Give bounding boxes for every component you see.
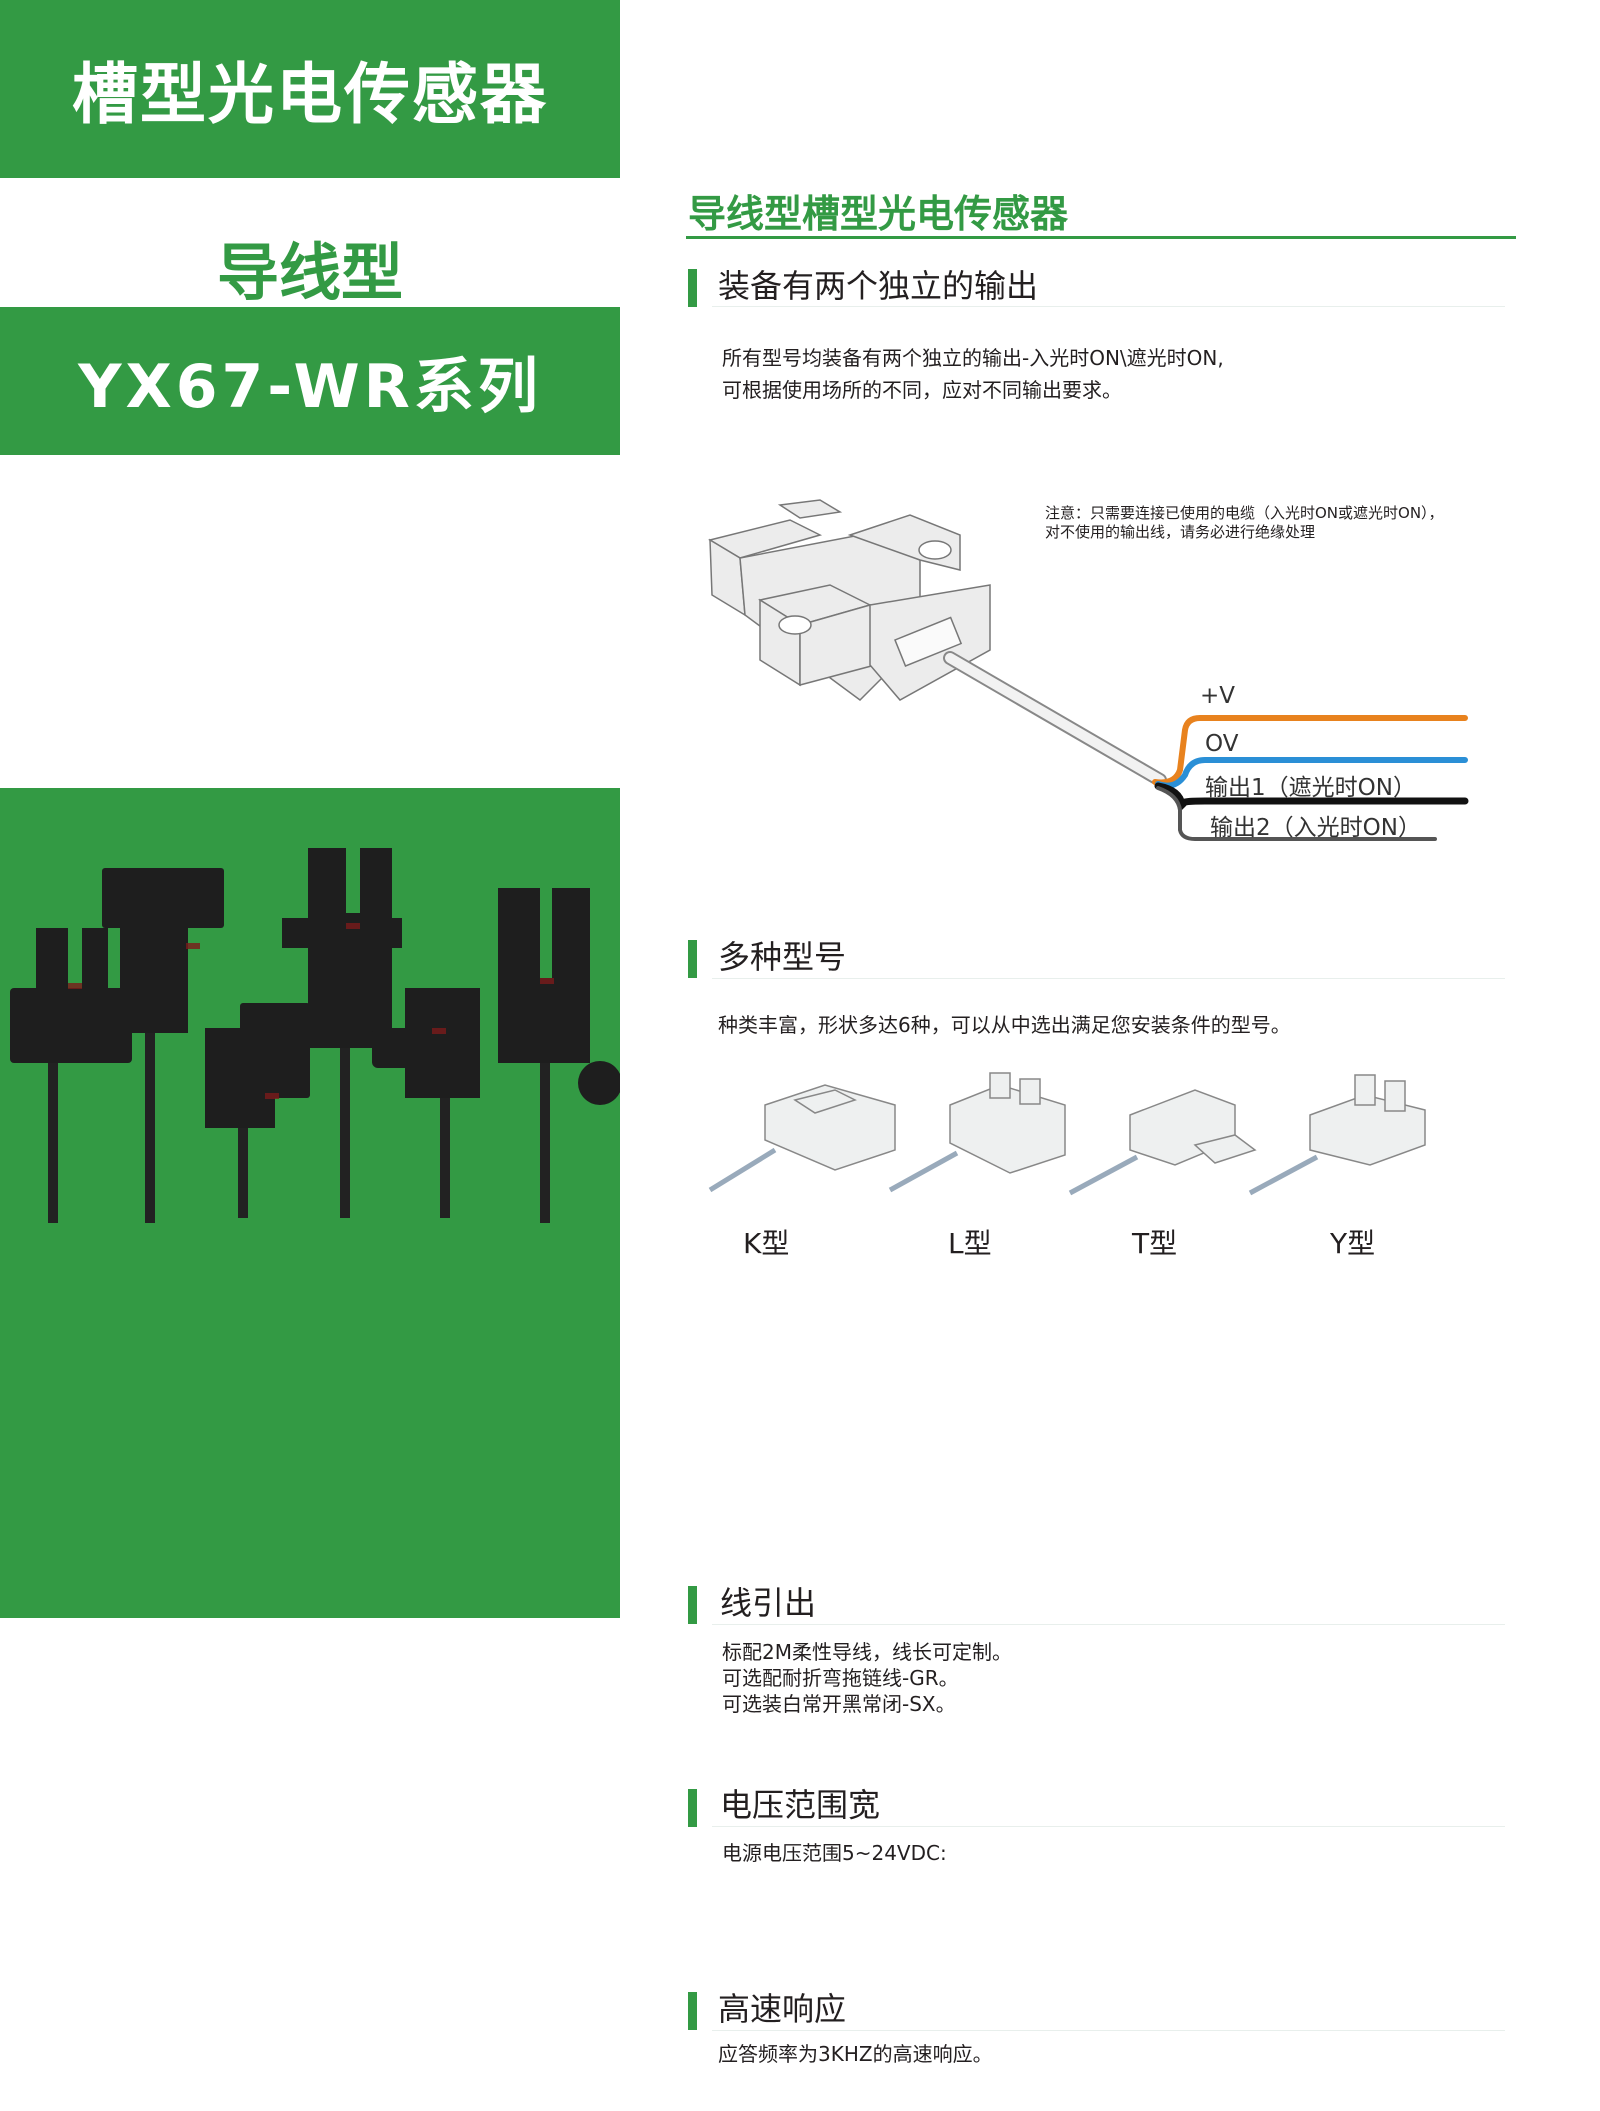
l-type-sensor-icon [888, 1072, 1066, 1193]
diagram-note: 注意：只需要连接已使用的电缆（入光时ON或遮光时ON）， 对不使用的输出线，请务… [1045, 504, 1444, 542]
section-heading-response: 高速响应 [718, 1990, 847, 2028]
sensor-photo-image [10, 848, 622, 1223]
cable-text-line: 标配2M柔性导线，线长可定制。 [722, 1640, 1012, 1664]
cable-text-line: 可选装白常开黑常闭-SX。 [722, 1692, 956, 1716]
type-label-k: K型 [743, 1227, 790, 1260]
section-divider [712, 978, 1505, 979]
section-marker [688, 1992, 697, 2030]
section-divider [712, 1624, 1505, 1625]
section-main-title: 导线型槽型光电传感器 [688, 192, 1069, 236]
response-text: 应答频率为3KHZ的高速响应。 [718, 2042, 993, 2066]
subtitle: 导线型 [216, 236, 403, 309]
note-line: 注意：只需要连接已使用的电缆（入光时ON或遮光时ON）， [1045, 504, 1444, 522]
main-title: 槽型光电传感器 [72, 56, 548, 133]
wire-output2 [1156, 786, 1437, 841]
wire-label-output1: 输出1（遮光时ON） [1205, 775, 1416, 801]
wire-label-output2: 输出2（入光时ON） [1210, 815, 1421, 841]
type-label-t: T型 [1132, 1227, 1178, 1260]
main-title-banner: 槽型光电传感器 [0, 0, 620, 178]
product-photo-panel [0, 788, 622, 1618]
title-underline [686, 236, 1516, 239]
t-type-sensor-icon [1068, 1089, 1257, 1196]
section-marker [688, 1586, 697, 1624]
voltage-text: 电源电压范围5~24VDC: [722, 1841, 947, 1865]
section-heading-outputs: 装备有两个独立的输出 [718, 267, 1039, 305]
wiring-diagram [708, 499, 1469, 841]
type-label-y: Y型 [1330, 1227, 1376, 1260]
outputs-text-line: 可根据使用场所的不同，应对不同输出要求。 [722, 378, 1122, 402]
series-title: YX67-WR系列 [78, 351, 542, 422]
wire-label-plus-v: +V [1200, 683, 1236, 709]
section-heading-cable: 线引出 [720, 1584, 817, 1622]
cable-text-line: 可选配耐折弯拖链线-GR。 [722, 1666, 959, 1690]
models-text: 种类丰富，形状多达6种，可以从中选出满足您安装条件的型号。 [718, 1013, 1291, 1037]
section-heading-voltage: 电压范围宽 [720, 1786, 881, 1824]
wire-plus-v [1152, 715, 1468, 786]
series-banner: YX67-WR系列 [0, 307, 620, 455]
sensor-types-illustration [708, 1072, 1426, 1196]
outputs-text-line: 所有型号均装备有两个独立的输出-入光时ON\遮光时ON, [722, 346, 1224, 370]
section-marker [688, 1789, 697, 1827]
type-label-l: L型 [948, 1227, 992, 1260]
y-type-sensor-icon [1248, 1074, 1426, 1196]
section-marker [688, 269, 697, 307]
section-divider [712, 2030, 1505, 2031]
wire-output1 [1154, 782, 1469, 813]
note-line: 对不使用的输出线，请务必进行绝缘处理 [1045, 523, 1316, 541]
section-divider [712, 1826, 1505, 1827]
section-heading-models: 多种型号 [718, 938, 847, 976]
section-marker [688, 940, 697, 978]
section-divider [712, 306, 1505, 307]
wire-label-0v: OV [1205, 731, 1239, 757]
k-type-sensor-icon [708, 1084, 896, 1193]
